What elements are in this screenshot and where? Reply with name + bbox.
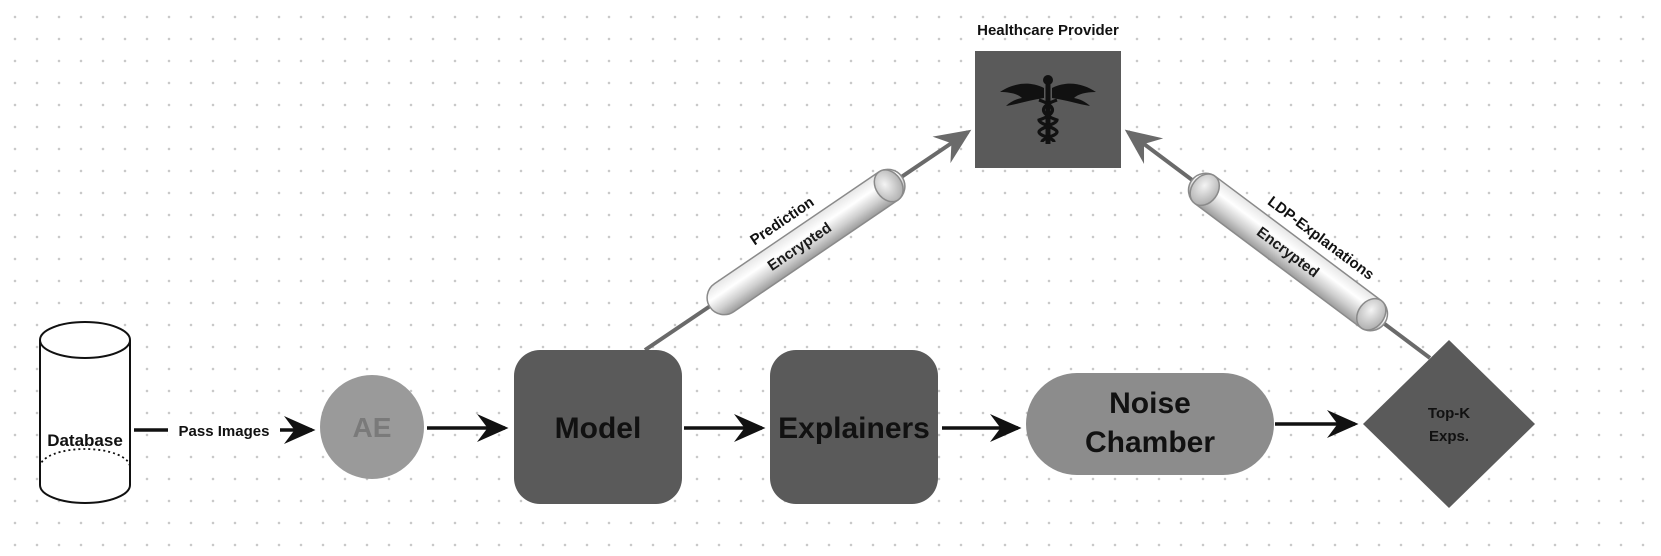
pass-images-label: Pass Images xyxy=(179,423,270,440)
pass-images-arrow: Pass Images xyxy=(134,416,316,444)
model-node: Model xyxy=(514,350,682,504)
caduceus-icon xyxy=(1000,75,1096,144)
topk-line1: Top-K xyxy=(1428,405,1470,422)
noise-chamber-line1: Noise xyxy=(1109,387,1191,420)
ae-label: AE xyxy=(353,412,392,443)
healthcare-provider-label: Healthcare Provider xyxy=(977,22,1119,39)
database-node: Database xyxy=(39,321,131,504)
encrypted-pipe-ldp: Encrypted LDP-Explanations xyxy=(1187,172,1389,332)
ae-node: AE xyxy=(320,375,424,479)
database-cylinder-icon xyxy=(39,321,131,504)
topk-line2: Exps. xyxy=(1429,428,1469,445)
encrypted-pipe-prediction: Encrypted Prediction xyxy=(706,168,906,316)
topk-node: Top-K Exps. xyxy=(1363,340,1535,508)
explainers-node: Explainers xyxy=(770,350,938,504)
noise-chamber-node: Noise Chamber xyxy=(1026,373,1274,475)
database-label: Database xyxy=(47,431,123,450)
model-label: Model xyxy=(555,412,642,445)
healthcare-provider-node: Healthcare Provider xyxy=(975,22,1121,168)
noise-chamber-line2: Chamber xyxy=(1085,426,1215,459)
explainers-label: Explainers xyxy=(778,412,930,445)
